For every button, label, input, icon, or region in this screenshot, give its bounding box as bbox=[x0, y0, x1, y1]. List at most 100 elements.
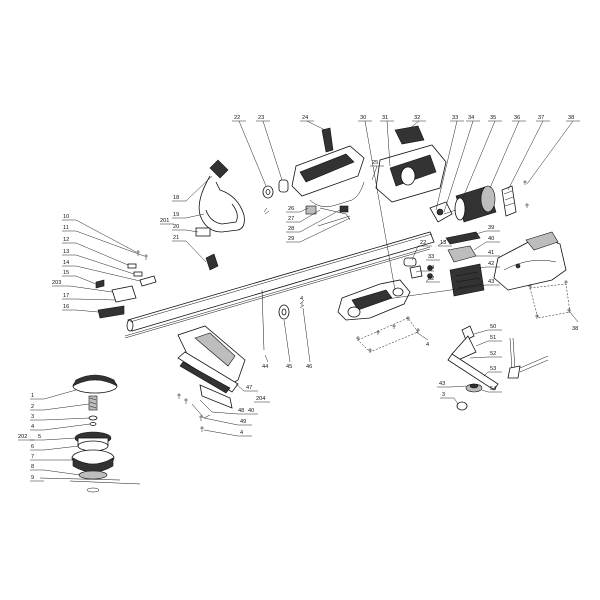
battery-terminal-block bbox=[449, 263, 485, 297]
callout-26: 26 bbox=[286, 206, 309, 213]
callout-31: 31 bbox=[380, 115, 394, 167]
callout-48: 48 bbox=[211, 408, 248, 415]
svg-text:45: 45 bbox=[286, 364, 292, 370]
callout-4-center: 4 bbox=[415, 331, 429, 348]
callout-38-lower: 38 bbox=[569, 311, 578, 332]
svg-text:20: 20 bbox=[173, 224, 179, 230]
svg-text:34: 34 bbox=[468, 115, 474, 121]
callout-40: 40 bbox=[473, 236, 500, 251]
callout-19: 19 bbox=[172, 212, 205, 219]
callout-54: 54 bbox=[481, 386, 502, 393]
svg-text:30: 30 bbox=[360, 115, 366, 121]
svg-text:203: 203 bbox=[52, 280, 61, 286]
callout-labels: 1 2 3 4 202 5 6 bbox=[18, 115, 580, 482]
callout-28: 28 bbox=[286, 209, 341, 233]
svg-text:47: 47 bbox=[246, 385, 252, 391]
svg-text:19: 19 bbox=[173, 212, 179, 218]
svg-text:40: 40 bbox=[488, 236, 494, 242]
callout-6: 6 bbox=[30, 444, 80, 451]
callout-1: 1 bbox=[30, 389, 77, 400]
callout-204: 204 bbox=[254, 396, 270, 403]
shaft-tube bbox=[126, 231, 435, 332]
rear-cap bbox=[501, 185, 517, 217]
callout-4-shaft: 4 bbox=[300, 296, 303, 306]
callout-7: 7 bbox=[30, 454, 73, 461]
svg-text:31: 31 bbox=[382, 115, 388, 121]
bushing-parts bbox=[262, 179, 289, 215]
callout-40-guard: 40 bbox=[248, 408, 258, 415]
callout-3-lower: 3 bbox=[440, 392, 459, 405]
svg-text:18: 18 bbox=[173, 195, 179, 201]
svg-text:15: 15 bbox=[63, 270, 69, 276]
svg-text:5: 5 bbox=[38, 434, 41, 440]
svg-text:3: 3 bbox=[31, 414, 34, 420]
svg-text:32: 32 bbox=[414, 115, 420, 121]
rear-screws bbox=[523, 180, 529, 208]
callout-50: 50 bbox=[473, 324, 502, 335]
svg-text:36: 36 bbox=[514, 115, 520, 121]
svg-text:35: 35 bbox=[490, 115, 496, 121]
callout-29: 29 bbox=[286, 217, 351, 243]
callout-33-top: 33 bbox=[435, 115, 464, 211]
callout-35: 35 bbox=[461, 115, 502, 201]
svg-text:46: 46 bbox=[306, 364, 312, 370]
motor-housing-left bbox=[291, 127, 365, 227]
callout-27: 27 bbox=[286, 209, 321, 223]
svg-text:14: 14 bbox=[63, 260, 69, 266]
svg-text:32: 32 bbox=[428, 276, 434, 282]
svg-text:201: 201 bbox=[160, 218, 169, 224]
drive-shaft-rod bbox=[124, 246, 431, 339]
callout-8: 8 bbox=[30, 464, 81, 476]
callout-203: 203 bbox=[52, 280, 113, 293]
callout-32: 32 bbox=[409, 115, 426, 129]
callout-4: 4 bbox=[30, 423, 91, 431]
svg-text:49: 49 bbox=[240, 419, 246, 425]
callout-46: 46 bbox=[302, 307, 312, 370]
svg-text:37: 37 bbox=[538, 115, 544, 121]
svg-text:21: 21 bbox=[173, 235, 179, 241]
svg-text:22: 22 bbox=[234, 115, 240, 121]
svg-text:27: 27 bbox=[288, 216, 294, 222]
svg-text:48: 48 bbox=[238, 408, 244, 414]
svg-text:38: 38 bbox=[568, 115, 574, 121]
svg-text:28: 28 bbox=[288, 226, 294, 232]
callout-49: 49 bbox=[203, 417, 252, 426]
callout-17: 17 bbox=[62, 293, 117, 301]
callout-14-lower: 14 bbox=[415, 265, 434, 273]
svg-text:44: 44 bbox=[262, 364, 268, 370]
callout-34: 34 bbox=[443, 115, 480, 213]
callout-30: 30 bbox=[358, 115, 396, 291]
callout-25: 25 bbox=[370, 160, 384, 181]
callout-22-lower: 22 bbox=[411, 240, 432, 261]
callout-47: 47 bbox=[235, 383, 258, 392]
callout-37: 37 bbox=[507, 115, 550, 191]
svg-text:40: 40 bbox=[248, 408, 254, 414]
svg-text:23: 23 bbox=[258, 115, 264, 121]
callout-41: 41 bbox=[476, 250, 500, 257]
callout-39: 39 bbox=[475, 225, 500, 235]
svg-text:33: 33 bbox=[452, 115, 458, 121]
svg-text:4: 4 bbox=[31, 424, 34, 430]
shaft-clamp bbox=[261, 289, 305, 351]
svg-text:51: 51 bbox=[490, 335, 496, 341]
callout-14: 14 bbox=[62, 260, 141, 282]
callout-11: 11 bbox=[62, 225, 145, 257]
svg-text:4: 4 bbox=[426, 342, 429, 348]
lower-housing bbox=[337, 279, 411, 321]
callout-53: 53 bbox=[483, 366, 502, 377]
motor bbox=[443, 185, 497, 223]
guard-screws bbox=[177, 393, 204, 432]
callout-2: 2 bbox=[30, 403, 90, 411]
front-handle bbox=[195, 159, 245, 271]
svg-text:33: 33 bbox=[428, 254, 434, 260]
svg-text:24: 24 bbox=[302, 115, 308, 121]
svg-text:43: 43 bbox=[439, 381, 445, 387]
callout-13: 13 bbox=[62, 249, 135, 275]
svg-text:14: 14 bbox=[428, 265, 434, 271]
svg-text:54: 54 bbox=[490, 386, 496, 392]
svg-text:17: 17 bbox=[63, 293, 69, 299]
motor-housing-right bbox=[375, 125, 453, 223]
callout-51: 51 bbox=[475, 335, 502, 347]
svg-text:10: 10 bbox=[63, 214, 69, 220]
